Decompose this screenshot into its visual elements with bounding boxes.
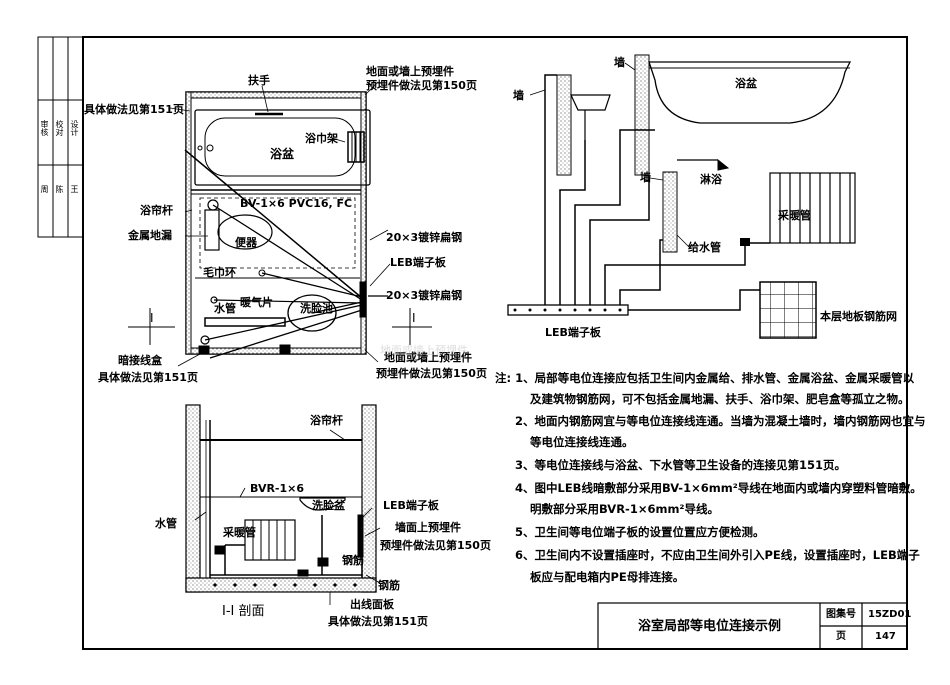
note-line: 明敷部分采用BVR-1×6mm²导线。	[530, 502, 719, 516]
schematic-label-floor-mesh: 本层地板钢筋网	[820, 310, 897, 323]
side-strip-cell: 周	[40, 185, 49, 193]
side-strip-cell: 陈	[55, 185, 64, 193]
section-view	[185, 404, 381, 605]
side-strip	[37, 36, 84, 238]
schematic-view	[507, 54, 856, 339]
schematic-label-wall-2: 墙	[614, 56, 625, 69]
plan-label-embedded-bottom-ref: 预埋件做法见第150页	[376, 367, 487, 380]
plan-leb-board	[359, 281, 367, 318]
section-label-water-pipe: 水管	[155, 517, 177, 530]
section-leb-board	[357, 514, 364, 558]
section-label-basin: 洗脸盆	[312, 499, 345, 512]
schematic-label-supply-pipe: 给水管	[688, 241, 721, 254]
plan-label-bathtub: 浴盆	[270, 147, 295, 161]
atlas-value: 15ZD01	[868, 609, 912, 620]
side-strip-cell: 校对	[55, 120, 64, 136]
plan-wall-outer	[185, 91, 367, 355]
plan-bathtub	[194, 109, 371, 186]
section-label-heating-pipe: 采暖管	[223, 526, 256, 539]
plan-label-detail-ref-bl: 具体做法见第151页	[98, 371, 198, 384]
plan-view	[128, 81, 432, 367]
plan-label-flat-steel-1: 20×3镀锌扁钢	[386, 231, 463, 244]
section-wall-left	[185, 404, 201, 593]
page-value: 147	[875, 631, 896, 642]
section-label-leb-board: LEB端子板	[383, 499, 439, 512]
plan-label-wire-spec: BV-1×6 PVC16, FC	[240, 197, 353, 210]
section-title: I-I 剖面	[222, 604, 265, 619]
schematic-label-bathtub: 浴盆	[735, 77, 757, 90]
note-line: 3、等电位连接线与浴盆、下水管等卫生设备的连接见第151页。	[515, 458, 847, 472]
atlas-label: 图集号	[826, 609, 856, 620]
plan-label-water-pipe: 水管	[214, 302, 236, 315]
plan-label-embedded-top: 地面或墙上预埋件	[366, 65, 454, 78]
side-strip-cell: 王	[70, 185, 79, 193]
note-line: 板应与配电箱内PE母排连接。	[530, 570, 685, 584]
section-label-detail-ref: 具体做法见第151页	[328, 615, 428, 628]
section-radiator	[244, 519, 296, 561]
section-label-wire-spec: BVR-1×6	[250, 482, 305, 495]
side-strip-cell: 审核	[40, 120, 49, 136]
plan-label-detail-ref-tl: 具体做法见第151页	[84, 103, 184, 116]
section-wall-right	[361, 404, 377, 593]
schematic-floor-mesh	[759, 281, 817, 339]
schematic-label-heating-pipe: 采暖管	[778, 209, 811, 222]
section-basin	[299, 497, 346, 511]
note-line: 及建筑物钢筋网，可不包括金属地漏、扶手、浴巾架、肥皂盒等孤立之物。	[530, 392, 910, 406]
plan-label-embedded-top-ref: 预埋件做法见第150页	[366, 79, 477, 92]
note-line: 4、图中LEB线暗敷部分采用BV-1×6mm²导线在地面内或墙内穿塑料管暗敷。	[515, 481, 922, 495]
plan-label-towel-rack: 浴巾架	[305, 132, 338, 145]
section-label-outlet-panel: 出线面板	[350, 598, 394, 611]
sheet-border	[82, 36, 908, 650]
plan-toilet-tank	[204, 209, 220, 251]
plan-label-heating-fin: 暖气片	[240, 296, 273, 309]
schematic-label-shower: 淋浴	[700, 173, 722, 186]
note-line: 等电位连接线连通。	[530, 435, 634, 449]
section-label-curtain-rod: 浴帘杆	[310, 414, 343, 427]
note-line: 2、地面内钢筋网宜与等电位连接线连通。当墙为混凝土墙时，墙内钢筋网也宜与	[515, 414, 926, 428]
plan-toilet-bowl	[217, 214, 273, 250]
schematic-label-leb-board: LEB端子板	[545, 326, 601, 339]
section-label-embedded-wall: 墙面上预埋件	[395, 521, 461, 534]
note-line: 注: 1、局部等电位连接应包括卫生间内金属给、排水管、金属浴盆、金属采暖管以	[495, 371, 915, 385]
plan-basin	[287, 294, 337, 332]
schematic-radiator	[769, 172, 856, 244]
note-line: 5、卫生间等电位端子板的设置位置应方便检测。	[515, 525, 765, 539]
schematic-bathtub	[648, 61, 852, 124]
page-label: 页	[836, 631, 846, 642]
watermark-text: 地面或墙上预埋件	[380, 344, 468, 357]
section-label-embedded-ref: 预埋件做法见第150页	[380, 539, 491, 552]
schematic-label-wall-3: 墙	[640, 171, 651, 184]
schematic-label-wall-1: 墙	[513, 89, 524, 102]
note-line: 6、卫生间内不设置插座时，不应由卫生间外引入PE线，设置插座时，LEB端子	[515, 548, 920, 562]
plan-label-toilet: 便器	[235, 236, 257, 249]
plan-label-embedded-bottom: 地面或墙上预埋件	[384, 351, 472, 364]
plan-label-floor-drain: 金属地漏	[128, 229, 172, 242]
plan-label-towel-ring: 毛巾环	[203, 266, 236, 279]
plan-label-junction-box: 暗接线盒	[118, 354, 162, 367]
plan-label-handrail: 扶手	[248, 74, 270, 87]
title-block	[597, 602, 908, 650]
section-label-rebar-2: 钢筋	[378, 579, 400, 592]
side-strip-cell: 设计	[70, 120, 79, 136]
plan-label-curtain-rod: 浴帘杆	[140, 204, 173, 217]
plan-label-basin: 洗脸池	[300, 302, 333, 315]
section-label-rebar-1: 钢筋	[342, 554, 364, 567]
schematic-leb-bar	[507, 304, 629, 316]
section-mark-left: I	[150, 311, 154, 325]
plan-label-leb-board: LEB端子板	[390, 256, 446, 269]
plan-label-flat-steel-2: 20×3镀锌扁钢	[386, 289, 463, 302]
drawing-title: 浴室局部等电位连接示例	[638, 619, 782, 634]
section-mark-right: I	[412, 311, 416, 325]
